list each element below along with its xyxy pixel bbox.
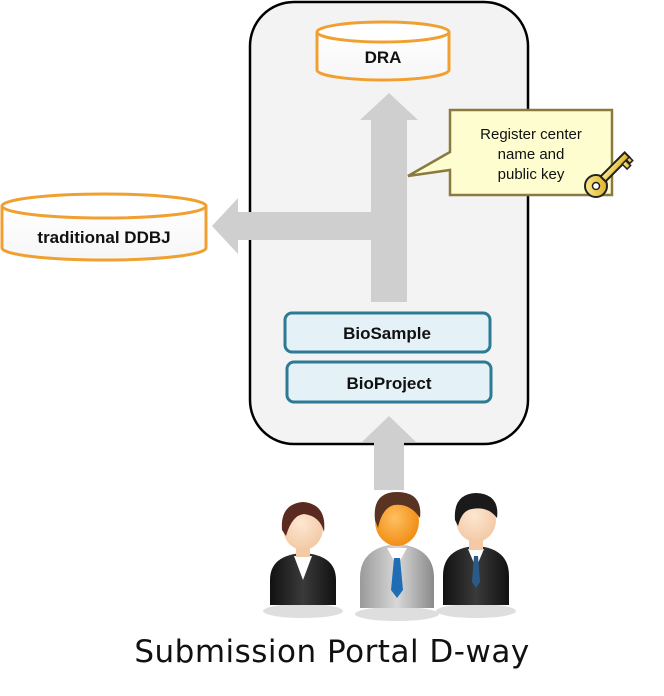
callout-line-1: Register center: [480, 126, 582, 143]
callout-line-3: public key: [498, 166, 565, 183]
dra-database: DRA: [315, 20, 451, 82]
arrow-from-submitters: [362, 416, 416, 490]
callout-line-2: name and: [498, 146, 565, 163]
ddbj-label: traditional DDBJ: [37, 228, 170, 247]
biosample-label: BioSample: [343, 324, 431, 343]
arrow-to-dra: [360, 93, 418, 302]
portal-caption: Submission Portal D-way: [134, 634, 530, 670]
biosample-box: BioSample: [283, 311, 492, 354]
ddbj-database: traditional DDBJ: [0, 192, 208, 262]
key-icon: [584, 150, 634, 198]
arrow-to-ddbj: [212, 198, 372, 254]
dra-label: DRA: [365, 48, 402, 67]
person-icon: [263, 502, 343, 618]
bioproject-box: BioProject: [285, 360, 493, 404]
person-icon: [355, 492, 439, 621]
bioproject-label: BioProject: [346, 374, 431, 393]
person-icon: [436, 493, 516, 618]
register-callout: Register center name and public key: [407, 108, 614, 197]
